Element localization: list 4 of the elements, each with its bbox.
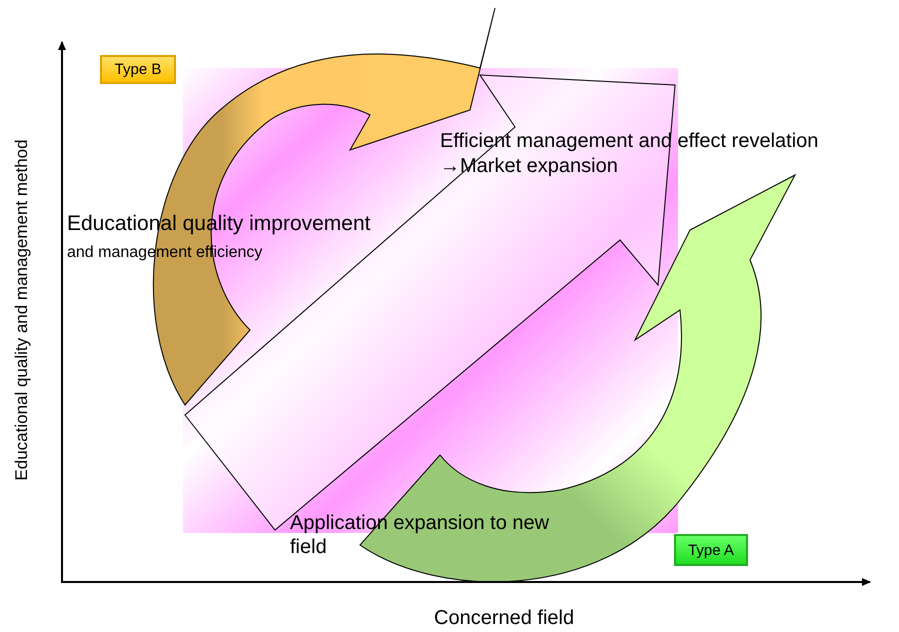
type-badge: Type A: [674, 534, 748, 566]
axis-title: Concerned field: [434, 606, 574, 630]
type-badge: Type B: [100, 55, 176, 84]
axis-title: Educational quality and management method: [12, 139, 32, 481]
